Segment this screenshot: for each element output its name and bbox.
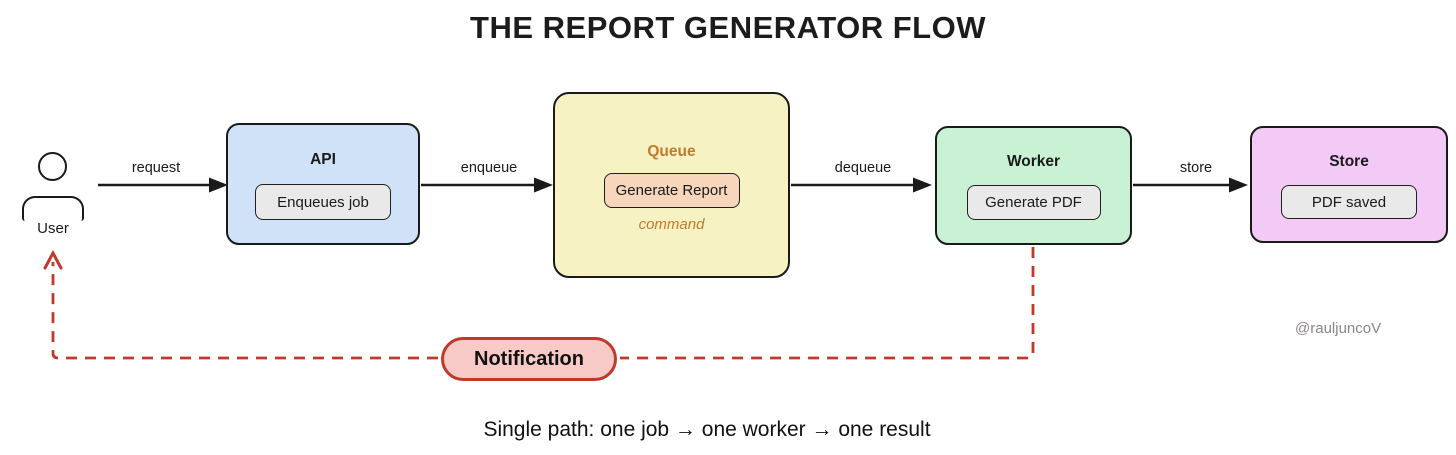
node-queue-button: Generate Report — [603, 173, 740, 208]
edge-label-enqueue: enqueue — [460, 160, 518, 176]
edge-label-dequeue: dequeue — [834, 160, 892, 176]
caption: Single path: one job → one worker → one … — [483, 418, 931, 441]
node-queue-annotation: command — [638, 216, 705, 233]
node-api: API Enqueues job — [226, 123, 420, 245]
edge-label-store: store — [1179, 160, 1213, 176]
node-store: Store PDF saved — [1250, 126, 1448, 243]
node-api-title: API — [310, 151, 336, 168]
store-arrow — [1133, 177, 1248, 193]
node-worker-title: Worker — [1006, 153, 1061, 170]
node-store-title: Store — [1329, 153, 1369, 170]
dequeue-arrow — [791, 177, 932, 193]
user-label: User — [37, 220, 69, 237]
notification-pill: Notification — [441, 337, 617, 381]
node-api-button: Enqueues job — [255, 184, 391, 220]
notification-arrowhead — [43, 249, 63, 270]
notification-dashed-path-left — [51, 262, 438, 360]
node-store-button: PDF saved — [1281, 185, 1417, 219]
node-worker: Worker Generate PDF — [935, 126, 1132, 245]
node-worker-button: Generate PDF — [966, 185, 1101, 220]
user-shoulders-icon — [22, 196, 84, 221]
enqueue-arrow — [421, 177, 553, 193]
diagram-title: THE REPORT GENERATOR FLOW — [470, 10, 986, 45]
watermark: @rauljuncoV — [1295, 320, 1382, 337]
edge-label-request: request — [131, 160, 181, 176]
notification-label: Notification — [474, 347, 584, 370]
node-queue-title: Queue — [647, 143, 696, 160]
node-queue: Queue Generate Report command — [553, 92, 790, 278]
user-head-icon — [38, 152, 67, 181]
request-arrow — [98, 177, 228, 193]
